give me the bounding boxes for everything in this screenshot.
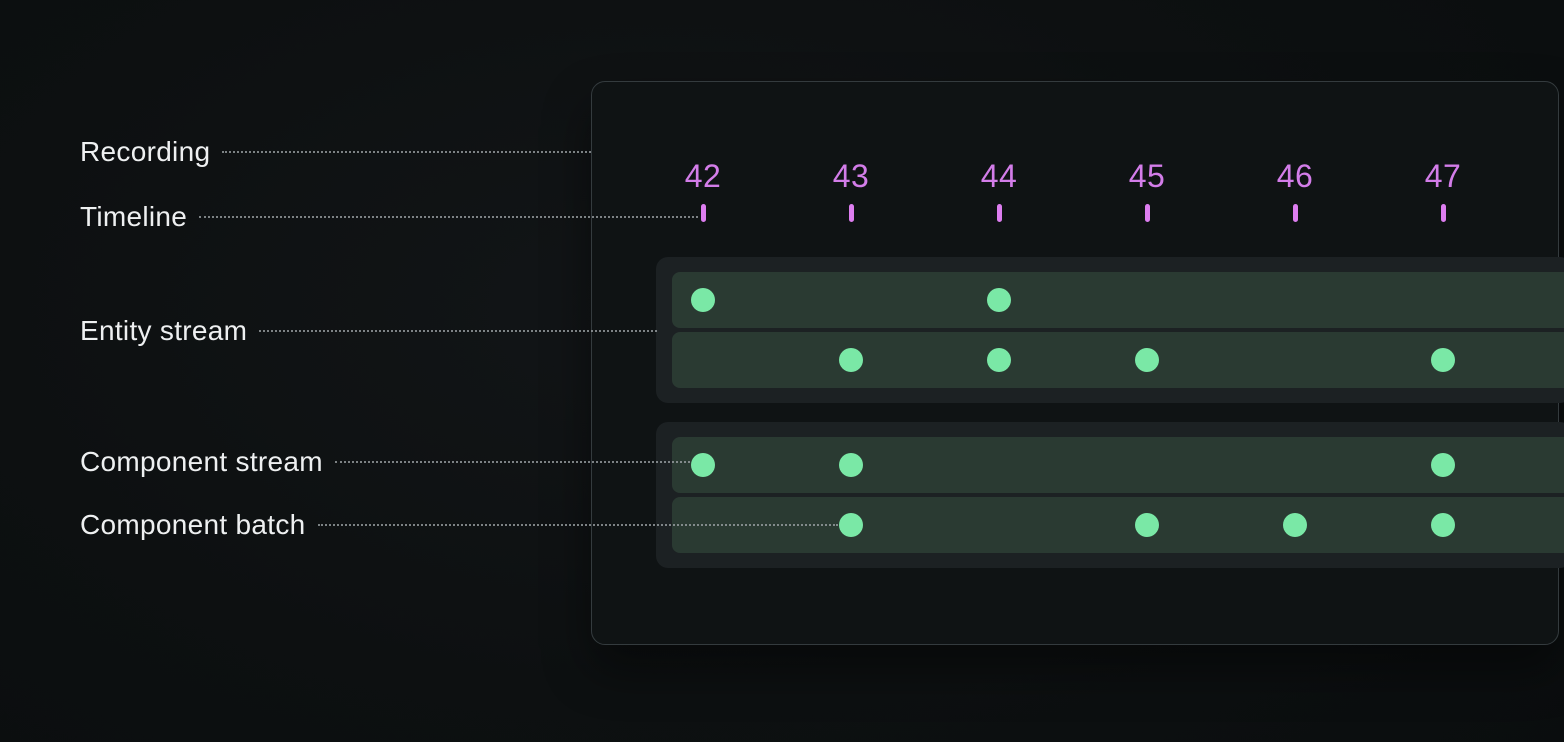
entity-stream-row-1 [672,272,1564,328]
timeline-tick-label-46: 46 [1276,158,1314,194]
timeline-tick-46 [1292,204,1298,222]
timeline-tick-label-42: 42 [684,158,722,194]
timeline-tick-43 [848,204,854,222]
timeline-tick-label-47: 47 [1424,158,1462,194]
annotation-recording-leader-line [222,151,591,153]
annotation-recording-label: Recording [80,136,211,167]
component-stream-row [672,437,1564,493]
annotation-timeline: Timeline [80,199,698,235]
annotation-component-batch-leader-line [317,524,838,526]
event-dot-component-stream-row-47 [1431,453,1455,477]
event-dot-entity-stream-row-1-42 [691,288,715,312]
event-dot-component-batch-row-47 [1431,513,1455,537]
annotation-entity-stream-label: Entity stream [80,315,248,346]
event-dot-component-stream-row-42 [691,453,715,477]
event-dot-component-batch-row-43 [839,513,863,537]
annotation-component-batch: Component batch [80,507,838,543]
timeline-tick-44 [996,204,1002,222]
annotation-component-stream-label: Component stream [80,446,323,477]
event-dot-component-batch-row-46 [1283,513,1307,537]
timeline-tick-42 [700,204,706,222]
annotation-component-batch-label: Component batch [80,509,306,540]
timeline-tick-label-45: 45 [1128,158,1166,194]
annotation-timeline-label: Timeline [80,201,188,232]
timeline-tick-47 [1440,204,1446,222]
timeline-tick-45 [1144,204,1150,222]
annotation-component-stream-leader-line [334,461,690,463]
timeline-tick-label-43: 43 [832,158,870,194]
entity-stream-row-2 [672,332,1564,388]
event-dot-component-batch-row-45 [1135,513,1159,537]
event-dot-entity-stream-row-1-44 [987,288,1011,312]
annotation-timeline-leader-line [199,216,698,218]
annotation-recording: Recording [80,134,591,170]
timeline-tick-label-44: 44 [980,158,1018,194]
event-dot-entity-stream-row-2-47 [1431,348,1455,372]
annotation-entity-stream: Entity stream [80,313,657,349]
event-dot-entity-stream-row-2-45 [1135,348,1159,372]
event-dot-entity-stream-row-2-44 [987,348,1011,372]
event-dot-entity-stream-row-2-43 [839,348,863,372]
event-dot-component-stream-row-43 [839,453,863,477]
annotation-entity-stream-leader-line [259,330,657,332]
annotation-component-stream: Component stream [80,444,690,480]
